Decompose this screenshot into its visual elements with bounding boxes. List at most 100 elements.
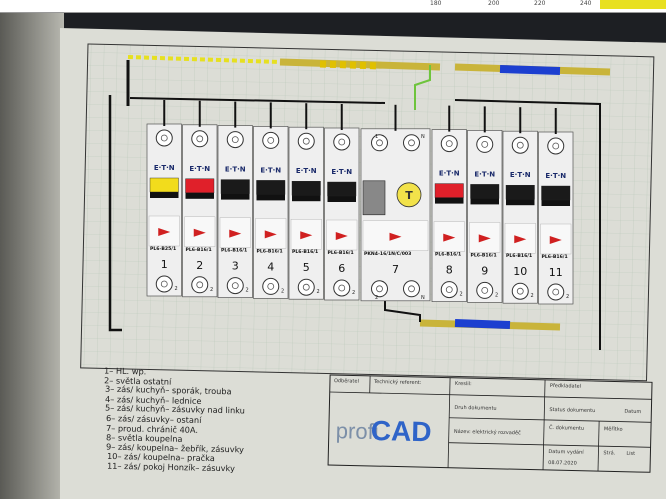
brand-label: E·T·N	[154, 164, 175, 172]
tb-doc-number: Č. dokumentu	[548, 424, 585, 432]
bottom-terminal	[297, 278, 315, 296]
terminal-index: 2	[317, 289, 320, 295]
toggle-lever	[291, 180, 321, 196]
tb-tech-ref: Technický referent:	[373, 378, 422, 387]
test-button-label: T	[405, 189, 413, 202]
trip-indicator-icon	[300, 231, 313, 240]
tb-drawn-by: Kreslil:	[454, 380, 472, 388]
screw-icon	[160, 280, 168, 288]
sheet-frame	[80, 43, 655, 382]
tb-scale: Měřítko	[603, 426, 623, 433]
circuit-number: 11	[549, 266, 563, 279]
bottom-terminal	[155, 275, 173, 293]
bottom-terminal	[511, 282, 529, 300]
bottom-terminal	[262, 277, 280, 295]
tb-submitter: Předkladatel	[549, 382, 582, 390]
toggle-lever	[327, 181, 357, 197]
brand-label: E·T·N	[331, 168, 352, 176]
brand-label: E·T·N	[510, 171, 531, 179]
ruler-mark: 220	[534, 0, 546, 7]
breaker-label: PKN4-16/1N/C/003	[364, 251, 411, 257]
terminal-index: 2	[246, 288, 249, 294]
screw-icon	[267, 137, 275, 144]
spec-plate	[504, 222, 536, 254]
terminal-index: 2	[566, 294, 569, 300]
screw-icon	[196, 135, 204, 143]
tb-customer: Odběratel	[333, 378, 359, 385]
screw-icon	[160, 134, 168, 142]
bottom-terminal	[440, 281, 458, 299]
ruler-mark: 200	[488, 0, 500, 7]
rcd-bottom-l: 2	[375, 295, 378, 301]
tb-issue-date: Datum vydání	[548, 448, 584, 456]
screw-icon	[408, 285, 415, 293]
top-terminal	[371, 134, 388, 152]
screw-icon	[376, 285, 383, 293]
breaker-body	[182, 124, 218, 298]
logo-cad: CAD	[370, 414, 432, 448]
breaker-label: PL6-B16/1	[506, 253, 532, 259]
trip-indicator-icon	[549, 236, 562, 244]
top-terminal	[440, 135, 458, 153]
ruler-bar: 180 200 220 240 250	[0, 0, 666, 13]
tb-date-label: Datum	[624, 408, 642, 416]
brand-label: E·T·N	[545, 172, 566, 180]
bottom-terminal	[371, 280, 388, 298]
brand-label: E·T·N	[439, 170, 460, 178]
tb-doc-status: Status dokumentu	[549, 406, 596, 415]
screw-icon	[376, 139, 383, 147]
toggle-lever	[256, 180, 286, 195]
top-terminal	[155, 129, 173, 147]
circuit-number: 2	[196, 259, 203, 272]
circuit-number: 10	[513, 265, 527, 278]
trip-indicator-icon	[193, 228, 206, 237]
bottom-terminal	[191, 276, 209, 294]
screw-icon	[516, 141, 524, 149]
ruler-highlight	[600, 0, 666, 9]
rcd-terminal-l: 1	[375, 134, 378, 140]
toggle-lever	[505, 184, 535, 200]
circuit-number: 3	[232, 260, 239, 273]
toggle-lever	[149, 177, 179, 193]
breaker-body	[146, 123, 182, 297]
trip-indicator-icon	[264, 230, 277, 239]
terminal-index: 2	[460, 292, 463, 298]
toggle-lever	[541, 185, 571, 201]
terminal-index: 2	[210, 287, 213, 293]
terminal-index: 2	[352, 290, 355, 296]
toggle-lever	[362, 180, 386, 216]
screw-icon	[445, 140, 453, 148]
toggle-lever	[470, 184, 500, 199]
screw-icon	[196, 281, 204, 289]
top-terminal	[333, 133, 351, 151]
tb-sheet: List	[626, 450, 636, 457]
circuit-number: 8	[446, 264, 453, 277]
toggle-lever	[434, 183, 464, 198]
breaker-label: PL6-B16/1	[542, 254, 568, 260]
breaker-body	[217, 125, 253, 298]
rcd-terminal-n: N	[421, 134, 425, 140]
brand-label: E·T·N	[189, 165, 210, 173]
breaker-body	[253, 126, 289, 299]
ruler-mark: 240	[580, 0, 592, 7]
breaker-body	[431, 129, 467, 302]
screw-icon	[516, 287, 524, 295]
screw-icon	[552, 288, 560, 296]
circuit-number: 5	[303, 261, 310, 274]
trip-indicator-icon	[229, 229, 242, 238]
top-terminal	[191, 130, 209, 148]
title-block	[327, 374, 653, 473]
top-terminal-n	[403, 134, 420, 152]
top-terminal	[547, 137, 565, 155]
top-terminal	[226, 131, 244, 149]
breaker-label: PL6-B25/1	[150, 246, 176, 252]
breaker-label: PL6-B16/1	[221, 248, 247, 254]
brand-label: E·T·N	[260, 166, 281, 174]
bottom-terminal	[226, 277, 244, 295]
breaker-label: PL6-B16/1	[471, 252, 497, 258]
